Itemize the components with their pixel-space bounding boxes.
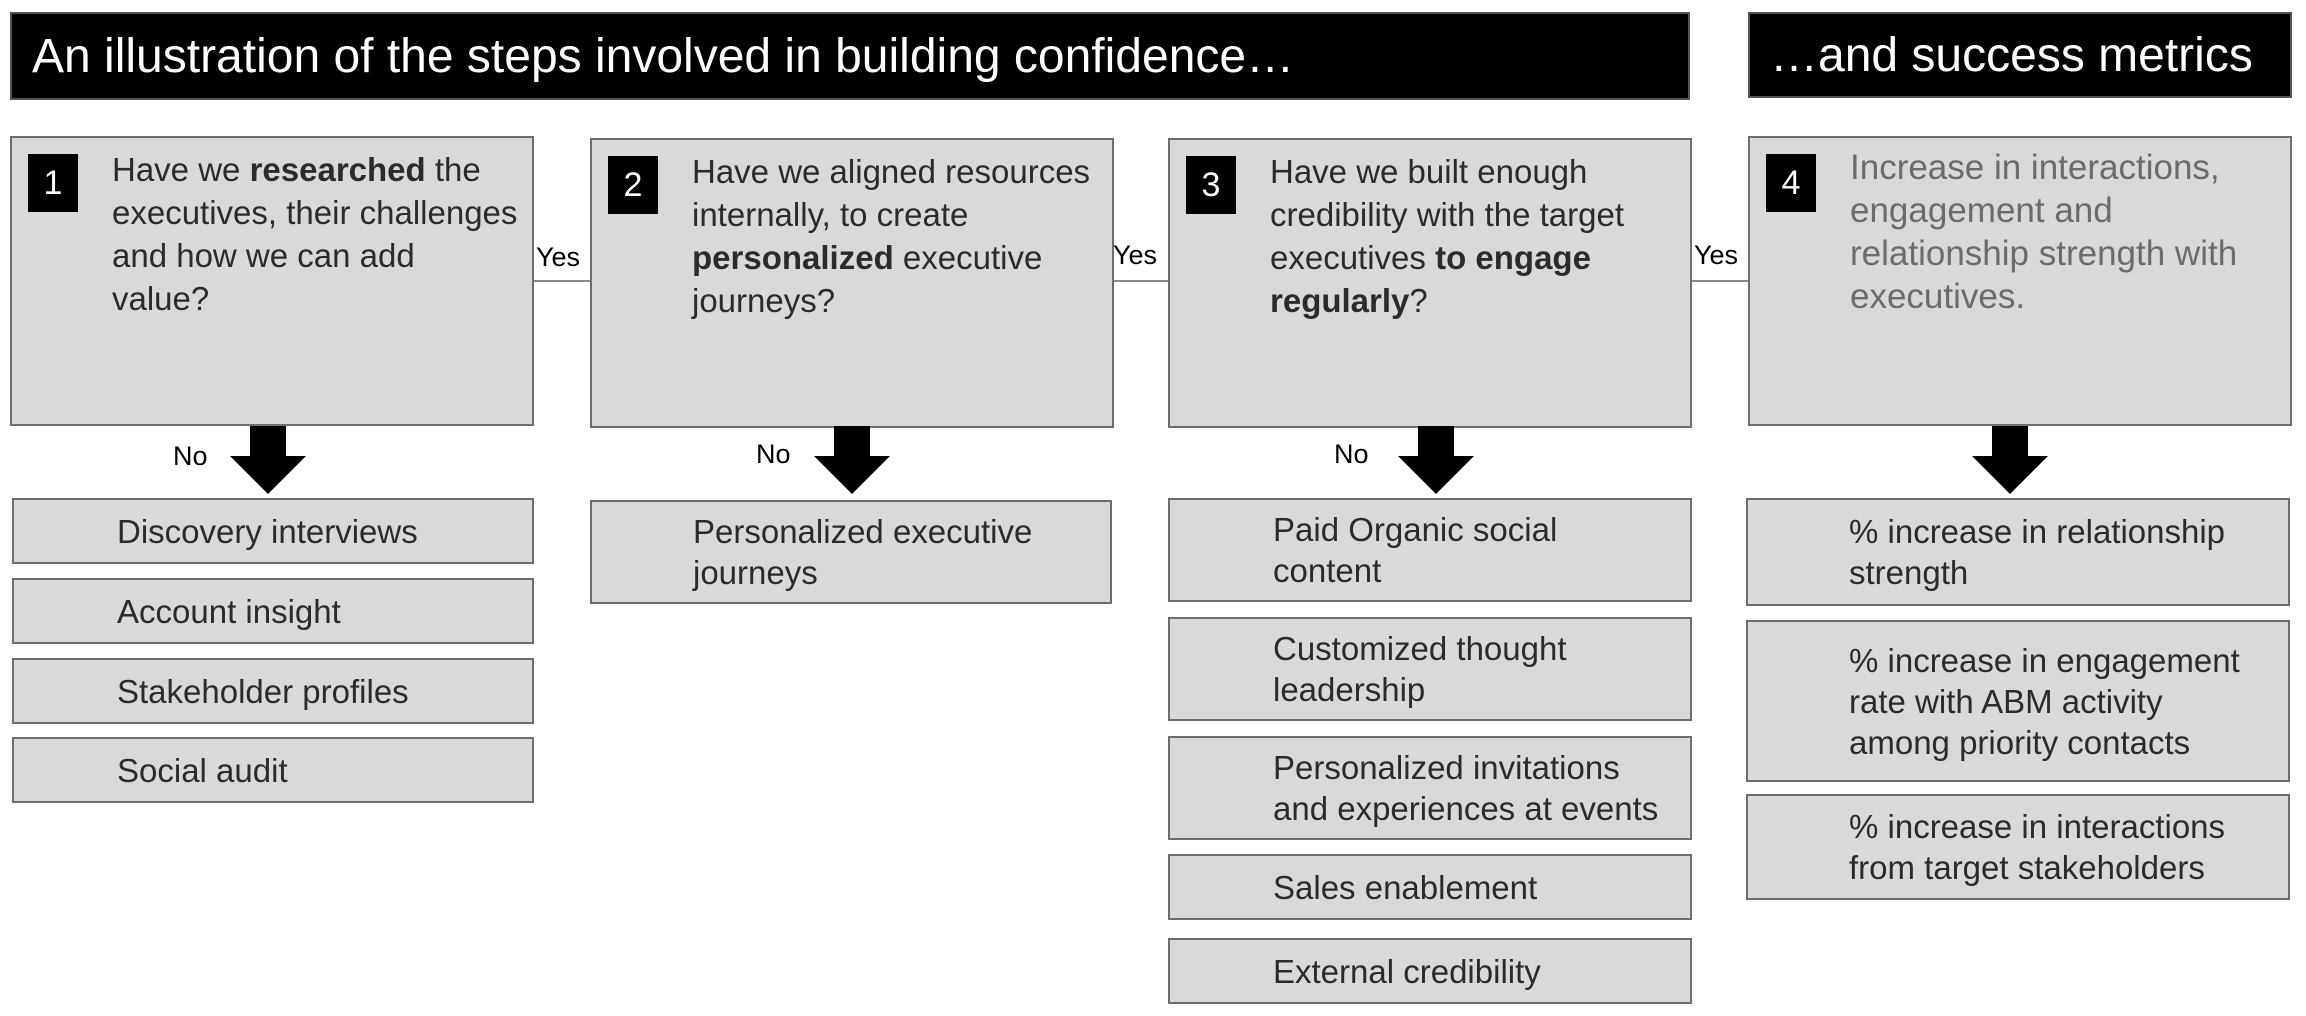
step-outcome-4: Increase in interactions, engagement and…	[1850, 148, 2238, 316]
yes-label-1: Yes	[536, 242, 581, 272]
list-item: Customized thought leadership	[1168, 617, 1692, 721]
metric-item: % increase in interactions from target s…	[1746, 794, 2290, 900]
metric-item: % increase in relationship strength	[1746, 498, 2290, 606]
step-number-1: 1	[28, 154, 78, 212]
connector-2-3	[1114, 280, 1168, 282]
header-metrics-text: …and success metrics	[1770, 28, 2253, 82]
list-item: Sales enablement	[1168, 854, 1692, 920]
step-number-3: 3	[1186, 156, 1236, 214]
connector-1-2	[534, 280, 590, 282]
no-label-2: No	[756, 439, 791, 469]
no-label-3: No	[1334, 439, 1369, 469]
list-item: Account insight	[12, 578, 534, 644]
header-steps-text: An illustration of the steps involved in…	[32, 29, 1295, 83]
list-item: Paid Organic social content	[1168, 498, 1692, 602]
step-question-3: Have we built enough credibility with th…	[1270, 153, 1624, 319]
no-label-1: No	[173, 441, 208, 471]
metric-item: % increase in engagement rate with ABM a…	[1746, 620, 2290, 782]
down-arrow-icon	[814, 426, 890, 494]
list-item: External credibility	[1168, 938, 1692, 1004]
connector-3-4	[1692, 280, 1748, 282]
yes-label-3: Yes	[1694, 240, 1739, 270]
step-box-4: 4 Increase in interactions, engagement a…	[1748, 136, 2292, 426]
list-item: Discovery interviews	[12, 498, 534, 564]
list-item: Personalized invitations and experiences…	[1168, 736, 1692, 840]
step-box-3: 3 Have we built enough credibility with …	[1168, 138, 1692, 428]
list-item: Personalized executive journeys	[590, 500, 1112, 604]
list-item: Stakeholder profiles	[12, 658, 534, 724]
down-arrow-icon	[1398, 426, 1474, 494]
list-item: Social audit	[12, 737, 534, 803]
header-metrics: …and success metrics	[1748, 12, 2292, 98]
step-box-1: 1 Have we researched the executives, the…	[10, 136, 534, 426]
step-box-2: 2 Have we aligned resources internally, …	[590, 138, 1114, 428]
down-arrow-icon	[230, 426, 306, 494]
step-number-2: 2	[608, 156, 658, 214]
step-question-1: Have we researched the executives, their…	[112, 151, 518, 317]
step-number-4: 4	[1766, 154, 1816, 212]
step-question-2: Have we aligned resources internally, to…	[692, 153, 1091, 319]
header-steps: An illustration of the steps involved in…	[10, 12, 1690, 100]
yes-label-2: Yes	[1113, 240, 1158, 270]
down-arrow-icon	[1972, 426, 2048, 494]
